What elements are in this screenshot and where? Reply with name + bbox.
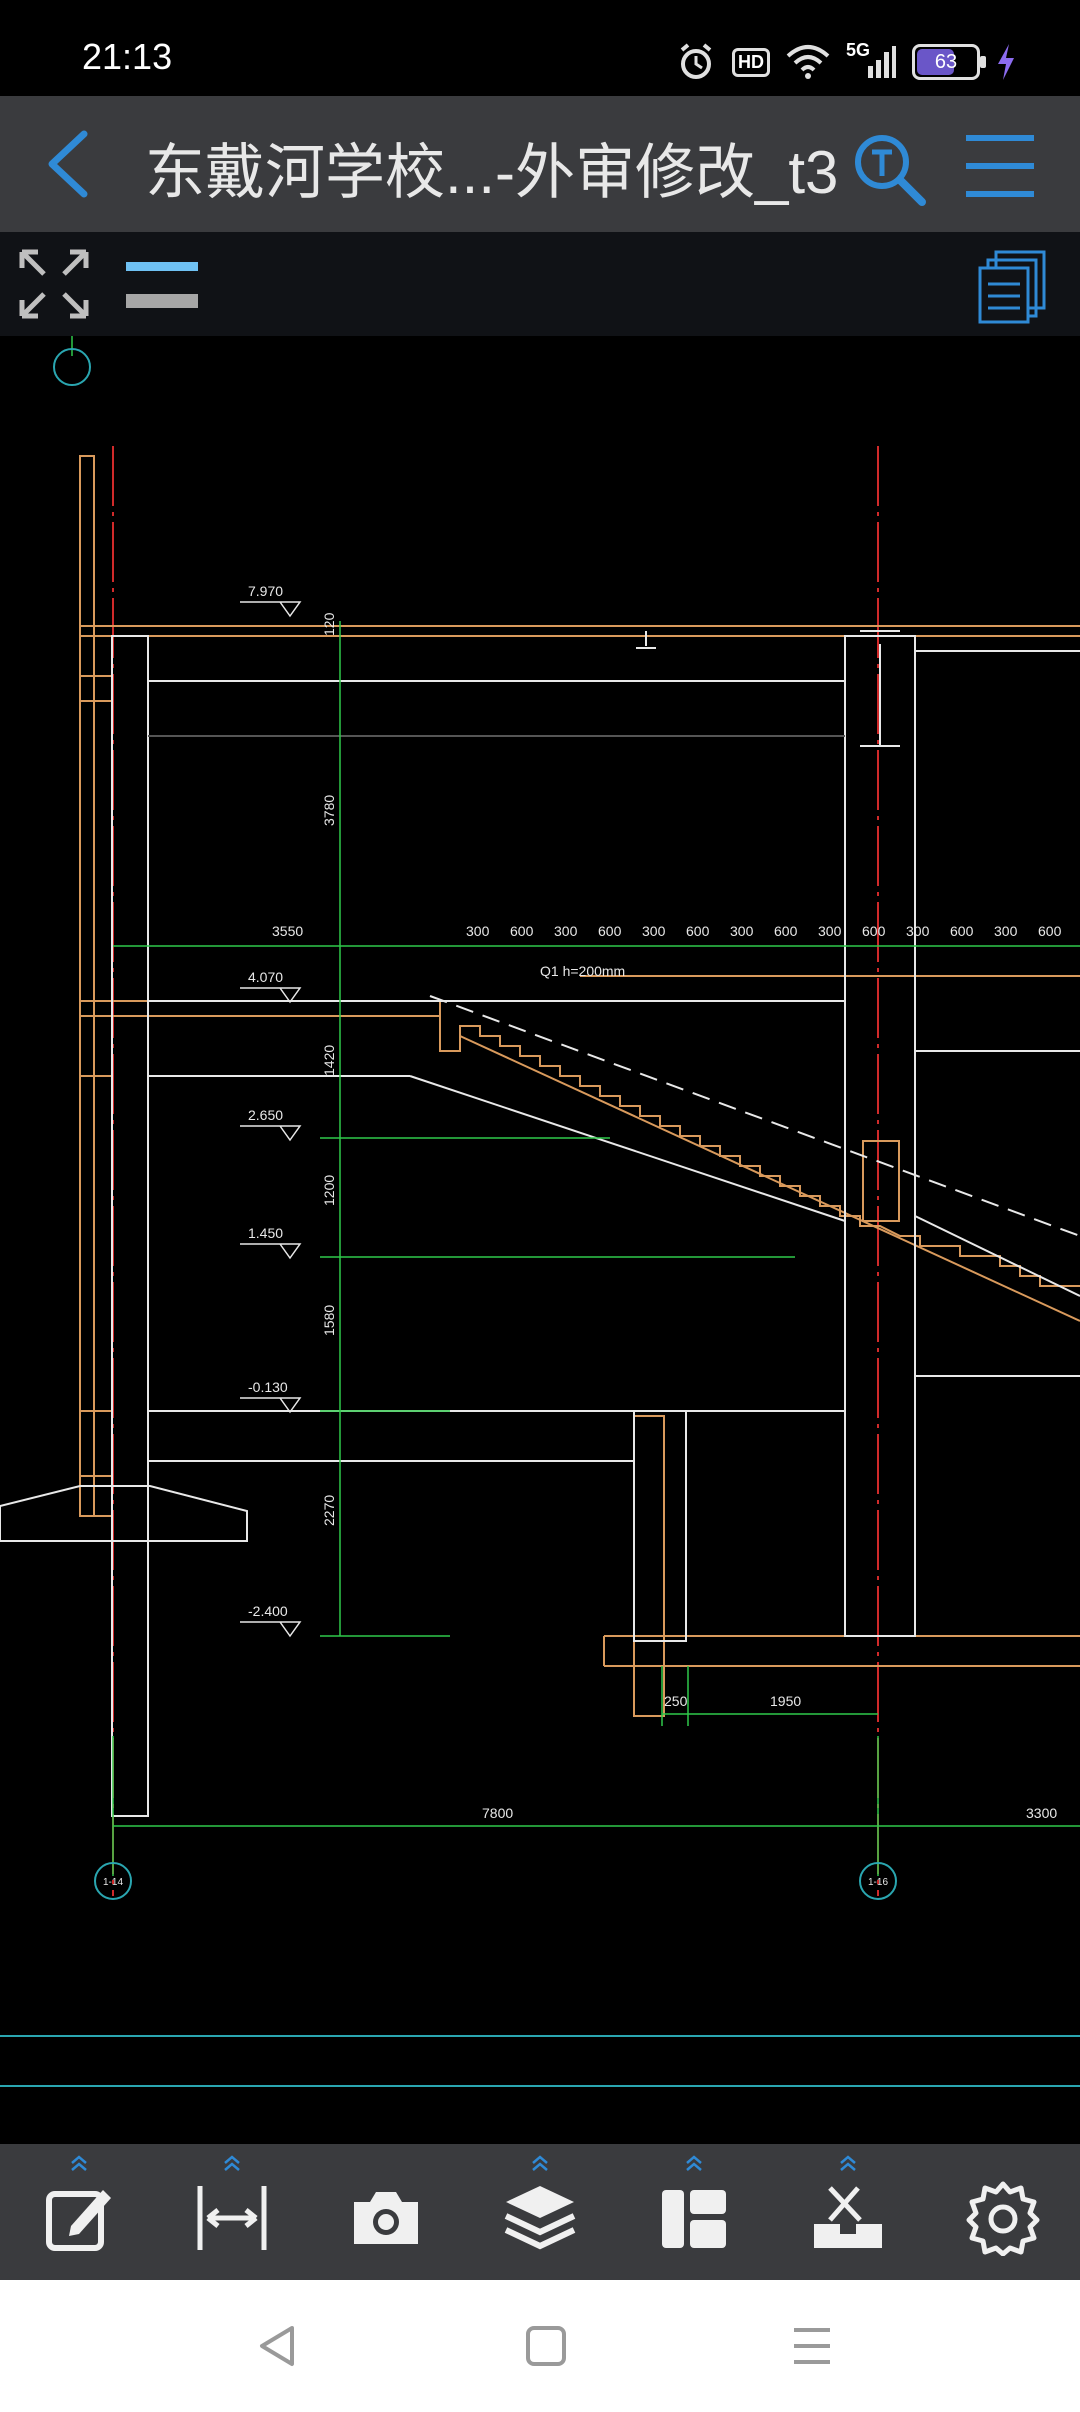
layouts-list-icon[interactable]	[978, 248, 1048, 324]
vertical-dimension: 120	[321, 612, 337, 636]
layers-icon	[504, 2186, 576, 2250]
vertical-dimension: 1420	[321, 1045, 337, 1076]
vertical-dimension: 3780	[321, 795, 337, 826]
edit-icon	[46, 2190, 111, 2251]
level-label: -0.130	[248, 1379, 288, 1395]
layers-tool-button[interactable]	[485, 2144, 595, 2280]
level-label: 7.970	[248, 583, 283, 599]
camera-tool-button[interactable]	[331, 2144, 441, 2280]
span-dimension: 7800	[482, 1805, 513, 1821]
fullscreen-button[interactable]	[18, 248, 90, 320]
status-icons: HD 5G 63	[676, 38, 1016, 86]
expand-up-icon	[71, 2155, 87, 2171]
nav-home-icon[interactable]	[520, 2320, 572, 2372]
charging-icon	[998, 44, 1014, 80]
measure-tool-button[interactable]	[177, 2144, 287, 2280]
view-toolbar	[0, 232, 1080, 336]
horizontal-dimension: 600	[686, 923, 710, 939]
toolbox-tool-button[interactable]	[793, 2144, 903, 2280]
level-label: 2.650	[248, 1107, 283, 1123]
bottom-toolbar	[0, 2144, 1080, 2280]
menu-icon[interactable]	[962, 128, 1038, 204]
vertical-dimension: 2270	[321, 1495, 337, 1526]
horizontal-dimension: 300	[730, 923, 754, 939]
nav-back-icon[interactable]	[252, 2320, 304, 2372]
vertical-dimension: 1200	[321, 1175, 337, 1206]
line-width-button[interactable]	[120, 252, 200, 316]
horizontal-dimension: 300	[818, 923, 842, 939]
text-search-button[interactable]	[850, 130, 930, 210]
status-bar: 21:13 HD 5G 63	[0, 0, 1080, 96]
horizontal-dimension: 300	[994, 923, 1018, 939]
vertical-dimension: 1580	[321, 1305, 337, 1336]
layout-tool-button[interactable]	[639, 2144, 749, 2280]
horizontal-dimension: 600	[950, 923, 974, 939]
measure-icon	[197, 2186, 267, 2250]
horizontal-dimension: 600	[598, 923, 622, 939]
back-button[interactable]	[34, 126, 104, 202]
horizontal-dimension: 300	[554, 923, 578, 939]
horizontal-dimension: 600	[774, 923, 798, 939]
horizontal-dimension: 600	[510, 923, 534, 939]
axis-label: 1-14	[103, 1877, 123, 1888]
horizontal-dimension: 600	[1038, 923, 1062, 939]
document-title: 东戴河学校...-外审修改_t3	[145, 139, 839, 206]
horizontal-dimension: 600	[862, 923, 886, 939]
signal-icon: 5G	[846, 40, 896, 80]
settings-icon	[966, 2181, 1040, 2256]
battery-icon: 63	[912, 44, 986, 80]
wifi-icon	[786, 45, 830, 79]
horizontal-dimension: 3550	[272, 923, 303, 939]
nav-recents-icon[interactable]	[786, 2320, 838, 2372]
level-label: 1.450	[248, 1225, 283, 1241]
level-label: -2.400	[248, 1603, 288, 1619]
toolbox-icon	[814, 2186, 882, 2248]
app-bar: 东戴河学校...-外审修改_t3	[0, 96, 1080, 232]
alarm-icon	[680, 43, 712, 79]
camera-icon	[354, 2192, 418, 2244]
hd-icon: HD	[732, 47, 770, 77]
settings-button[interactable]	[948, 2144, 1058, 2280]
status-time: 21:13	[82, 36, 173, 77]
level-label: 4.070	[248, 969, 283, 985]
horizontal-dimension: 300	[642, 923, 666, 939]
battery-level: 63	[934, 50, 958, 73]
span-dimension: 3300	[1026, 1805, 1057, 1821]
edit-tool-button[interactable]	[24, 2144, 134, 2280]
expand-up-icon	[532, 2155, 548, 2171]
horizontal-dimension: 300	[906, 923, 930, 939]
expand-up-icon	[686, 2155, 702, 2171]
network-type: 5G	[846, 40, 871, 60]
drawing-canvas[interactable]: 7.970 4.070 2.650 1.450 -0.130 -2.400 120 3780 1…	[0, 336, 1080, 2144]
stair-note: Q1 h=200mm	[540, 963, 625, 979]
horizontal-dimension: 300	[466, 923, 490, 939]
cad-drawing: 7.970 4.070 2.650 1.450 -0.130 -2.400 120 3780 1…	[0, 336, 1080, 2087]
base-dimension: 1950	[770, 1693, 801, 1709]
expand-up-icon	[840, 2155, 856, 2171]
expand-up-icon	[224, 2155, 240, 2171]
axis-label: 1-16	[868, 1877, 888, 1888]
layout-icon	[662, 2190, 726, 2248]
system-nav-bar	[0, 2280, 1080, 2412]
base-dimension: 250	[664, 1693, 688, 1709]
